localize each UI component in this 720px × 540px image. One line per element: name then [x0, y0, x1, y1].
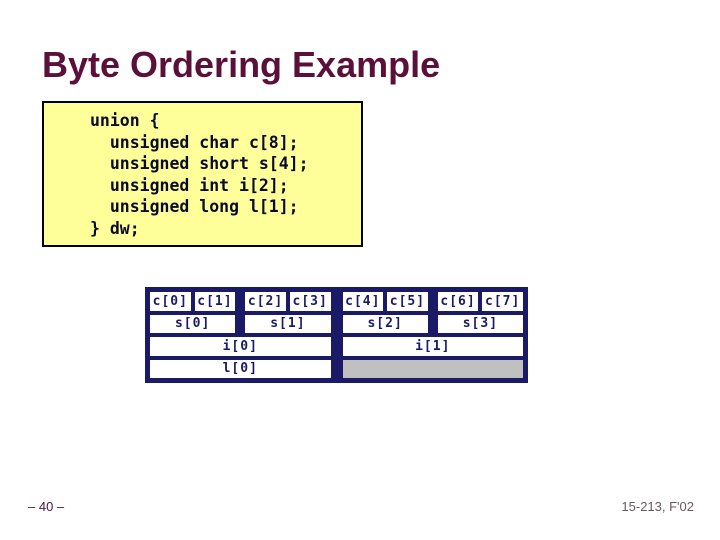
slide-title: Byte Ordering Example — [42, 44, 441, 85]
cell-c4: c[4] — [342, 292, 384, 311]
short-row: s[0] s[1] s[2] s[3] — [150, 314, 523, 333]
cell-c3: c[3] — [289, 292, 331, 311]
cell-s0: s[0] — [150, 314, 236, 333]
cell-i0: i[0] — [150, 337, 331, 356]
union-code-box: union { unsigned char c[8]; unsigned sho… — [42, 101, 363, 247]
unused-memory-cell — [342, 359, 523, 378]
cell-c5: c[5] — [387, 292, 428, 311]
char-row: c[0] c[1] c[2] c[3] c[4] c[5] c[6] c[7] — [150, 292, 523, 311]
cell-s3: s[3] — [437, 314, 523, 333]
cell-s2: s[2] — [342, 314, 428, 333]
cell-l0: l[0] — [150, 359, 331, 378]
page-number: – 40 – — [28, 499, 65, 514]
cell-c2: c[2] — [245, 292, 286, 311]
cell-i1: i[1] — [342, 337, 523, 356]
cell-c7: c[7] — [482, 292, 523, 311]
cell-c0: c[0] — [150, 292, 191, 311]
byte-layout-diagram: c[0] c[1] c[2] c[3] c[4] c[5] c[6] c[7] … — [145, 287, 528, 383]
long-row: l[0] — [150, 359, 523, 378]
int-row: i[0] i[1] — [150, 337, 523, 356]
union-code: union { unsigned char c[8]; unsigned sho… — [90, 111, 309, 238]
course-footer: 15-213, F'02 — [621, 499, 694, 514]
cell-s1: s[1] — [245, 314, 331, 333]
cell-c1: c[1] — [194, 292, 236, 311]
cell-c6: c[6] — [437, 292, 479, 311]
